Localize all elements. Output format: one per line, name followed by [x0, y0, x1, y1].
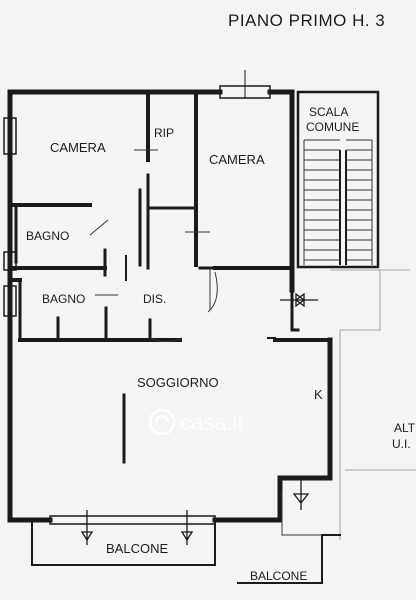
watermark: casa.it: [148, 408, 244, 436]
room-label-alt: ALT: [394, 421, 416, 435]
room-label-camera-right: CAMERA: [209, 152, 265, 167]
neighbour-outline: [330, 269, 416, 540]
balconies: [31, 490, 341, 584]
room-label-bagno-lower: BAGNO: [42, 292, 85, 306]
door-swings: [89, 149, 218, 342]
outer-walls: [7, 89, 333, 523]
watermark-text: casa.it: [180, 410, 244, 435]
room-label-ui: U.I.: [392, 437, 411, 451]
inner-walls: [12, 93, 300, 464]
room-label-bagno-upper: BAGNO: [26, 229, 69, 243]
staircase: [296, 90, 380, 269]
window-markers: [3, 70, 271, 317]
room-label-camera-left: CAMERA: [50, 140, 106, 155]
room-label-rip: RIP: [154, 126, 174, 140]
room-label-soggiorno: SOGGIORNO: [137, 375, 219, 390]
room-label-balcone-side: BALCONE: [250, 569, 307, 583]
fixture-symbols: [80, 292, 318, 545]
room-label-kitchen: K: [314, 387, 323, 402]
room-label-comune: COMUNE: [306, 120, 359, 134]
room-labels: CAMERA RIP CAMERA SCALA COMUNE BAGNO BAG…: [26, 105, 416, 583]
room-label-scala: SCALA: [309, 105, 348, 119]
plan-title: PIANO PRIMO H. 3: [228, 11, 385, 30]
room-label-balcone-front: BALCONE: [106, 541, 168, 556]
room-label-dis: DIS.: [143, 292, 166, 306]
watermark-logo-icon: [148, 408, 176, 436]
